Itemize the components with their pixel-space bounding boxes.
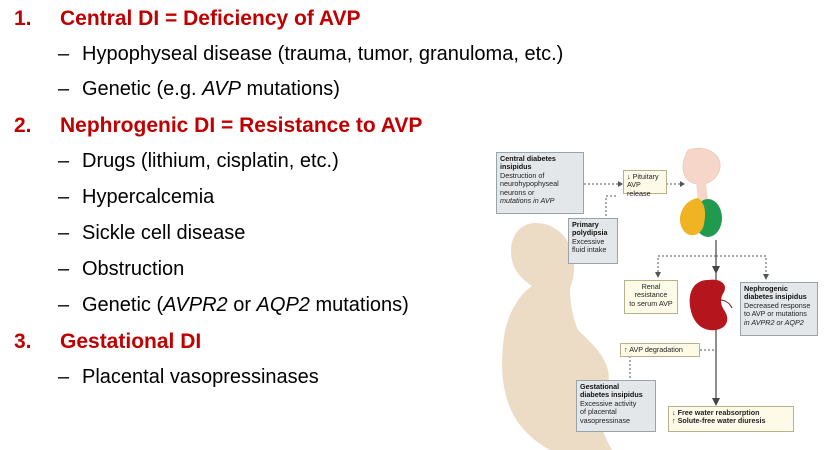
primary-line-1: Excessive xyxy=(572,236,605,246)
section-number: 1. xyxy=(14,7,32,30)
gestational-line-1: Excessive activity xyxy=(580,398,637,408)
avp-degradation-box: ↑ AVP degradation xyxy=(620,343,700,357)
outcome-line-1: ↓ Free water reabsorption xyxy=(672,408,760,417)
section-heading-3: 3. Gestational DI xyxy=(14,330,201,354)
list-item-text: AVP xyxy=(202,78,241,100)
primary-title-2: polydipsia xyxy=(572,228,608,238)
primary-polydipsia-box: Primary polydipsia Excessive fluid intak… xyxy=(568,218,618,264)
list-item-text: AVPR2 xyxy=(163,294,228,316)
list-item: –Sickle cell disease xyxy=(58,222,245,245)
section-number: 2. xyxy=(14,114,32,137)
arrow-head xyxy=(712,398,720,406)
nephrogenic-line-3: in AVPR2 or AQP2 xyxy=(744,317,804,327)
arrow-head xyxy=(763,274,769,280)
outcome-box: ↓ Free water reabsorption ↑ Solute-free … xyxy=(668,406,794,432)
list-item: –Obstruction xyxy=(58,258,184,281)
section-number: 3. xyxy=(14,330,32,353)
central-di-line-4: mutations in AVP xyxy=(500,196,555,206)
central-di-line-3: neurons or xyxy=(500,187,535,197)
ureter xyxy=(719,299,733,309)
nephrogenic-line-2: to AVP or mutations xyxy=(744,309,807,319)
arrow-head xyxy=(712,266,720,274)
nephrogenic-title-1: Nephrogenic xyxy=(744,284,788,293)
list-item-text: Hypophyseal disease (trauma, tumor, gran… xyxy=(82,43,564,65)
list-item-text: or xyxy=(227,294,257,316)
arrow-to-renal xyxy=(657,255,716,272)
pituitary-posterior-lobe xyxy=(679,198,706,236)
renal-line-1: Renal xyxy=(641,282,661,291)
di-pathophysiology-figure: Central diabetes insipidus Destruction o… xyxy=(480,140,838,450)
arrow-to-nephrogenic xyxy=(716,255,767,274)
list-item-text: Obstruction xyxy=(82,258,185,280)
list-item-text: Genetic (e.g. xyxy=(82,78,203,100)
central-di-box: Central diabetes insipidus Destruction o… xyxy=(496,152,584,214)
section-heading-text: Gestational DI xyxy=(60,330,202,353)
dash-bullet: – xyxy=(58,366,70,388)
list-item: –Hypophyseal disease (trauma, tumor, gra… xyxy=(58,43,563,66)
gestational-title-2: diabetes insipidus xyxy=(580,390,643,400)
central-di-line-1: Destruction of xyxy=(500,170,545,180)
dash-bullet: – xyxy=(58,222,70,244)
gestational-line-2: of placental xyxy=(580,407,617,417)
list-item: –Placental vasopressinases xyxy=(58,366,319,389)
pituitary-release-box: ↓ Pituitary AVP release xyxy=(623,170,667,197)
central-di-line-2: neurohypophyseal xyxy=(500,179,559,189)
hypothalamus xyxy=(682,148,721,185)
gestational-title-1: Gestational xyxy=(580,382,620,391)
list-item: –Genetic (AVPR2 or AQP2 mutations) xyxy=(58,294,409,317)
dash-bullet: – xyxy=(58,78,70,100)
list-item-text: AQP2 xyxy=(256,294,310,316)
nephrogenic-title-2: diabetes insipidus xyxy=(744,292,807,302)
section-heading-1: 1. Central DI = Deficiency of AVP xyxy=(14,7,361,31)
central-di-title-2: insipidus xyxy=(500,162,532,172)
arrow-head xyxy=(618,181,623,187)
renal-line-2: resistance xyxy=(634,290,668,300)
degradation-line-1: ↑ AVP degradation xyxy=(624,345,683,354)
dash-bullet: – xyxy=(58,186,70,208)
nephrogenic-di-box: Nephrogenic diabetes insipidus Decreased… xyxy=(740,282,818,336)
list-item-text: mutations) xyxy=(240,78,340,100)
renal-line-3: to serum AVP xyxy=(629,298,673,308)
arrow-primary-to-pituitary xyxy=(605,195,618,216)
kidney xyxy=(689,279,728,331)
section-heading-text: Nephrogenic DI = Resistance to AVP xyxy=(60,114,423,137)
arrow-head xyxy=(680,181,685,187)
primary-title-1: Primary xyxy=(572,220,599,229)
pituitary-stalk xyxy=(696,182,708,202)
list-item: –Genetic (e.g. AVP mutations) xyxy=(58,78,340,101)
list-item: –Drugs (lithium, cisplatin, etc.) xyxy=(58,150,339,173)
section-heading-2: 2. Nephrogenic DI = Resistance to AVP xyxy=(14,114,422,138)
primary-line-2: fluid intake xyxy=(572,245,607,255)
list-item-text: Genetic ( xyxy=(82,294,164,316)
dash-bullet: – xyxy=(58,150,70,172)
renal-resistance-box: Renal resistance to serum AVP xyxy=(624,280,678,314)
central-di-title-1: Central diabetes xyxy=(500,154,556,163)
arrow-head xyxy=(655,272,661,278)
dash-bullet: – xyxy=(58,43,70,65)
list-item: –Hypercalcemia xyxy=(58,186,214,209)
outcome-line-2: ↑ Solute-free water diuresis xyxy=(672,416,766,426)
gestational-line-3: vasopressinase xyxy=(580,415,630,425)
pituitary-line-1: ↓ Pituitary xyxy=(627,172,659,181)
gestational-di-box: Gestational diabetes insipidus Excessive… xyxy=(576,380,656,432)
dash-bullet: – xyxy=(58,258,70,280)
list-item-text: Placental vasopressinases xyxy=(82,366,319,388)
list-item-text: Drugs (lithium, cisplatin, etc.) xyxy=(82,150,339,172)
dash-bullet: – xyxy=(58,294,70,316)
list-item-text: mutations) xyxy=(309,294,409,316)
list-item-text: Sickle cell disease xyxy=(82,222,246,244)
pituitary-line-2: AVP release xyxy=(627,180,651,198)
section-heading-text: Central DI = Deficiency of AVP xyxy=(60,7,361,30)
list-item-text: Hypercalcemia xyxy=(82,186,215,208)
nephrogenic-line-1: Decreased response xyxy=(744,300,811,310)
